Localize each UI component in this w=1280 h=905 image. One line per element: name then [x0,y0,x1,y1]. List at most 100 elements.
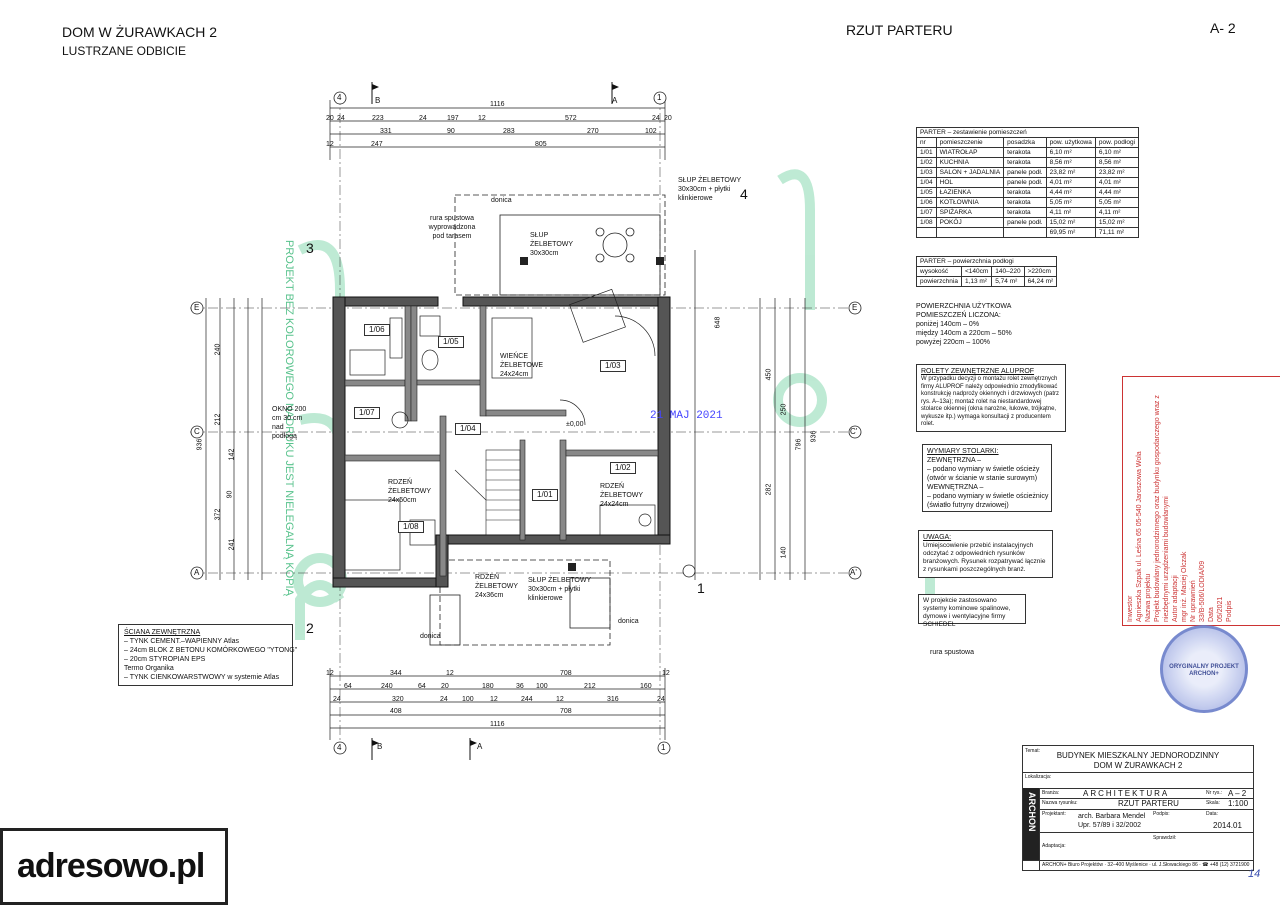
axis-label-a-right: A' [850,568,857,577]
note-rura-2: rura spustowa [930,649,974,656]
cell: terakota [1003,187,1047,198]
terrace-outline [429,194,666,646]
cell: 4,11 m² [1094,207,1140,218]
project-title: DOM W ŻURAWKACH 2 [62,24,218,40]
dim-top-r1-8: 20 [664,115,672,122]
columns [520,257,664,571]
note-wieniec-2: RDZEŃ ŻELBETOWY 24x50cm [388,479,431,504]
investor-stamp: Inwestor Agnieszka Szpak ul. Leśna 65 05… [1122,376,1280,626]
dim-bot-r3-0: 24 [333,696,341,703]
cell: 1/03 [916,167,937,178]
dim-bot-r1-1: 344 [390,670,402,677]
cell: 4,11 m² [1045,207,1096,218]
cell: KUCHNIA [935,157,1005,168]
room-1-04: 1/04 [455,423,481,435]
cell: terakota [1003,157,1047,168]
adresowo-logo-text: adresowo.pl [17,847,205,885]
dim-top-r1-0: 20 [326,115,334,122]
cell: 15,02 m² [1094,217,1140,228]
note-donica-top: donica [491,197,512,204]
stamp-field: Agnieszka Szpak ul. Leśna 65 05-540 Jaro… [1136,451,1143,622]
note-donica-bottom: donica [420,633,441,640]
cell: 6,10 m² [1094,147,1140,158]
dim-bot-r3-8: 24 [657,696,665,703]
cell: 4,01 m² [1094,177,1140,188]
usable-area-line: między 140cm a 220cm – 50% [916,330,1012,337]
dim-top-r3-0: 12 [326,141,334,148]
tb-podpis-label: Podpis: [1153,811,1170,817]
axis-label-e-left: E [194,303,200,312]
dim-right-0: 648 [714,316,722,329]
uwaga-note: UWAGA: Umiejscowienie przebić instalacyj… [918,530,1053,578]
cell: SALON + JADALNIA [935,167,1005,178]
stairs [454,449,521,536]
tb-data-label: Data: [1206,811,1218,817]
cell: 4,44 m² [1045,187,1096,198]
dim-bot-r2-7: 212 [584,683,596,690]
tb-nazwa-label: Nazwa rysunku: [1042,800,1078,806]
cell: 1/06 [916,197,937,208]
cell: SPIŻARKA [935,207,1005,218]
rooms-table-header: posadzka [1003,137,1047,148]
usable-area-title: POWIERZCHNIA UŻYTKOWA POMIESZCZEŃ LICZON… [916,303,1012,319]
axis-label-e-right: E [852,303,858,312]
stolarka-title: WYMIARY STOLARKI: [927,448,999,455]
tb-projektant: arch. Barbara Mendel [1078,813,1146,820]
tb-temat-label: Temat: [1025,748,1041,754]
dim-bot-r2-5: 36 [516,683,524,690]
schiedel-note: W projekcie zastosowano systemy kominowe… [918,594,1026,628]
rolety-note: ROLETY ZEWNĘTRZNE ALUPROF W przypadku de… [916,364,1066,432]
tb-adaptacja-label: Adaptacja: [1042,843,1066,849]
note-wieniec-4: RDZEŃ ŻELBETOWY 24x36cm [475,574,518,599]
dim-top-r1-5: 12 [478,115,486,122]
bottom-dimension-lines [329,668,666,740]
cell: 1,13 m² [960,276,993,287]
room-1-05: 1/05 [438,336,464,348]
stamp-field: 05/2021 [1217,596,1224,622]
usable-area-note: POWIERZCHNIA UŻYTKOWA POMIESZCZEŃ LICZON… [916,302,1046,347]
axis-label-4-top: 4 [337,93,342,102]
dim-bot-r2-1: 240 [381,683,393,690]
dim-right-5: 796 [795,438,803,451]
stolarka-line: – podano wymiary w świetle ościeży [927,466,1040,473]
dim-right-2: 250 [780,403,788,416]
dim-right-4: 140 [780,546,788,559]
stamp-field: Projekt budowlany jednorodzinnego oraz b… [1154,395,1170,622]
dim-left-5: 241 [228,538,236,551]
cell: 8,56 m² [1045,157,1096,168]
stolarka-line: ZEWNĘTRZNA – [927,457,982,464]
cell: 5,05 m² [1094,197,1140,208]
dim-bot-r3-7: 316 [607,696,619,703]
axis-label-1-top: 1 [657,93,662,102]
dim-bot-r2-4: 180 [482,683,494,690]
stamp-field: Nazwa projektu [1145,573,1152,622]
adresowo-logo[interactable]: adresowo.pl [0,828,228,905]
tb-branza: ARCHITEKTURA [1083,789,1170,798]
dim-bot-r1-4: 12 [662,670,670,677]
cell: WIATROŁAP [935,147,1005,158]
note-donica-right: donica [618,618,639,625]
dim-bot-r1-3: 708 [560,670,572,677]
tb-lokalizacja-label: Lokalizacja: [1025,774,1052,780]
floor-area-header: 140–220 [991,266,1025,277]
rooms-table-header: pow. podłogi [1094,137,1140,148]
external-walls [332,296,671,588]
dim-left-4: 372 [214,508,222,521]
note-slup-1: SŁUP ŻELBETOWY 30x30cm [530,232,573,257]
cell: terakota [1003,197,1047,208]
stamp-field: 33/B-506/LODIA/09 [1199,560,1206,622]
stolarka-line: WEWNĘTRZNA – [927,484,984,491]
room-1-08: 1/08 [398,521,424,533]
tb-temat-2: DOM W ŻURAWKACH 2 [1093,761,1183,770]
dim-left-total: 936 [196,438,204,451]
dim-left-1: 212 [214,413,222,426]
axis-label-c-right: C' [850,427,858,436]
wall-legend-line: – TYNK CIENKOWARSTWOWY w systemie Atlas [124,674,280,681]
tb-sprawdzil-label: Sprawdził: [1153,835,1177,841]
dim-right-3: 282 [765,483,773,496]
stamp-field: mgr inż. Maciej Olczak [1181,551,1188,622]
